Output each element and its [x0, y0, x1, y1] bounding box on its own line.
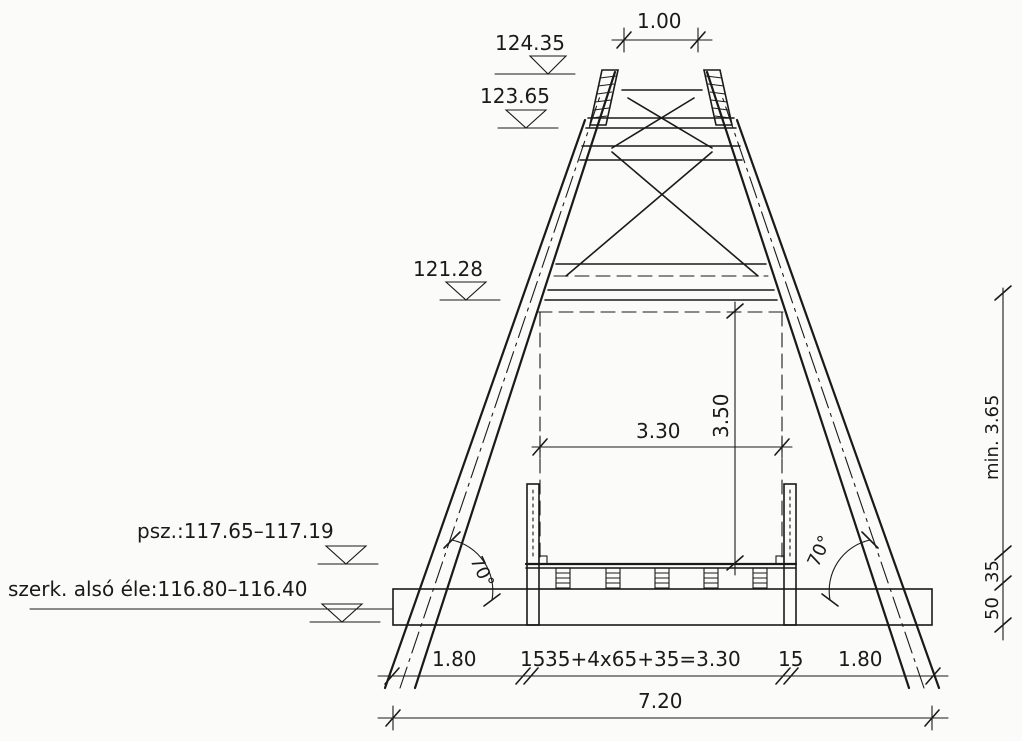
dimension-top-width: 1.00 [611, 9, 713, 53]
deck-stringers [555, 567, 768, 589]
dimension-min-height: min. 3.65 50 35 [982, 285, 1012, 641]
level-label-bottom: szerk. alsó éle:116.80–116.40 [8, 577, 307, 601]
dimension-total-width: 7.20 [377, 689, 949, 731]
left-top-hatched-block [589, 69, 619, 126]
dimension-label-small-vert-b: 35 [982, 560, 1003, 583]
right-top-hatched-block [703, 69, 733, 126]
deck-structure [524, 483, 798, 626]
level-marker-bottom: szerk. alsó éle:116.80–116.40 [8, 577, 381, 623]
lower-x-bracing [565, 151, 759, 277]
level-marker-121-28: 121.28 [413, 257, 501, 301]
angle-left: 70° [443, 531, 501, 607]
dimension-label-left-small: 15 [520, 647, 545, 671]
level-label-124-35: 124.35 [495, 31, 565, 55]
angle-label-right: 70° [803, 532, 836, 570]
level-marker-road: psz.:117.65–117.19 [137, 519, 379, 565]
dimension-clear-height: 3.50 [709, 301, 744, 576]
dimension-label-right-small: 15 [778, 647, 803, 671]
level-label-121-28: 121.28 [413, 257, 483, 281]
dimension-label-min-height: min. 3.65 [982, 395, 1003, 480]
bottom-cross-girder [29, 588, 933, 626]
dimension-label-left-span: 1.80 [432, 647, 477, 671]
dimension-label-clear-height: 3.50 [709, 393, 733, 438]
level-label-123-65: 123.65 [480, 84, 550, 108]
dimension-chain-bottom: 1.80 15 35+4x65+35=3.30 15 1.80 [377, 647, 949, 685]
dimension-label-deck-formula: 35+4x65+35=3.30 [545, 647, 741, 671]
level-marker-124-35: 124.35 [494, 31, 576, 75]
level-marker-123-65: 123.65 [480, 84, 559, 129]
mid-cross-beams [537, 263, 785, 313]
dimension-label-top-width: 1.00 [637, 9, 682, 33]
dimension-clear-width: 3.30 [531, 419, 793, 459]
dimension-label-right-span: 1.80 [838, 647, 883, 671]
left-inclined-leg [383, 70, 617, 690]
angle-right: 70° [803, 531, 879, 607]
top-cross-beams [579, 89, 743, 161]
dimension-label-small-vert-a: 50 [982, 597, 1003, 620]
dimension-label-total-width: 7.20 [638, 689, 683, 713]
dimension-label-clear-width: 3.30 [636, 419, 681, 443]
level-label-road: psz.:117.65–117.19 [137, 519, 334, 543]
upper-x-bracing [611, 97, 713, 149]
